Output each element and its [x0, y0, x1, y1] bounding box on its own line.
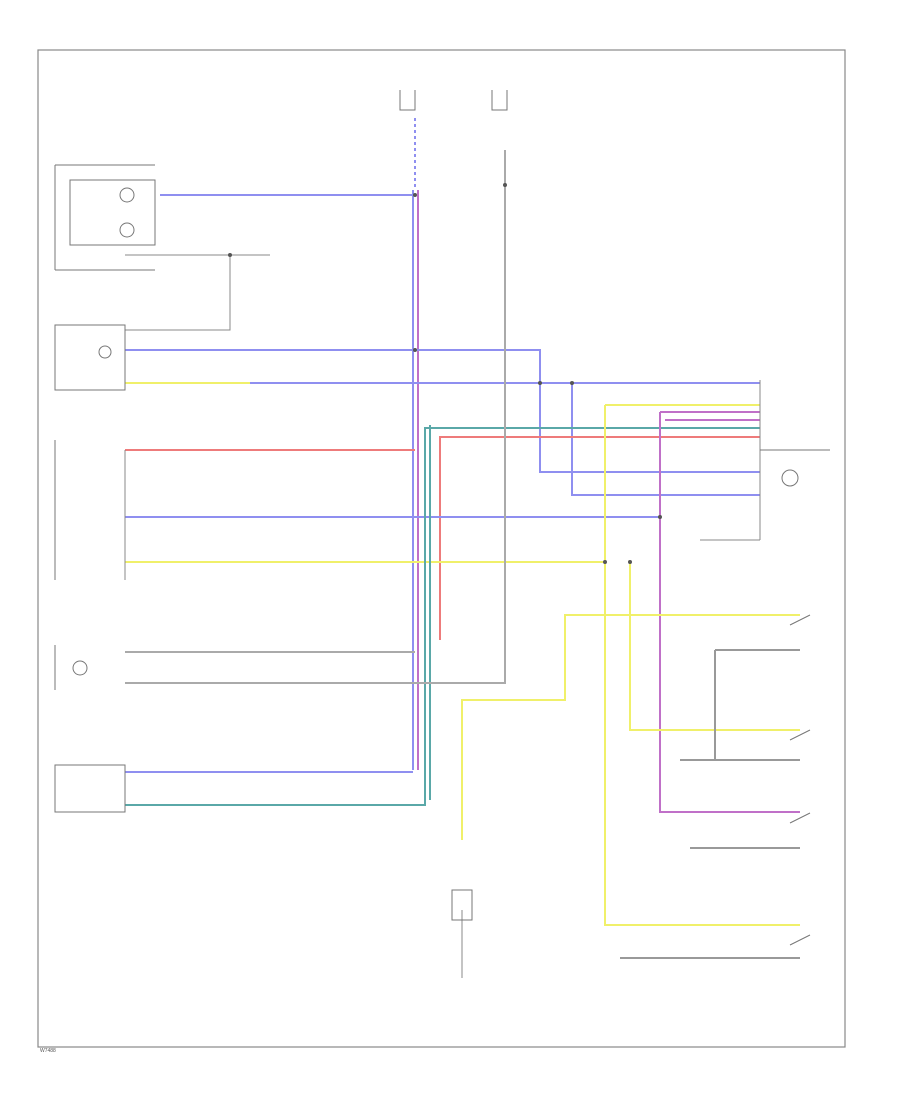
diagram-frame: [37, 49, 846, 1048]
parking-brake-switch: [451, 889, 473, 921]
thin-wires: [124, 254, 761, 978]
fuse-hot-at-all-times: [399, 90, 416, 111]
footer-code: W7488: [40, 1048, 56, 1054]
fuse-hot-in-acc: [491, 90, 508, 111]
spot-map-light: [54, 164, 156, 271]
room-light: [54, 324, 126, 391]
junction-dots: [228, 183, 662, 564]
wire-teal: [125, 427, 760, 806]
key-illumination: [54, 764, 126, 813]
door-switch: [54, 645, 88, 690]
luggage-room-light: [760, 449, 830, 487]
door-switches-right: [789, 614, 811, 946]
wire-blue-room: [125, 349, 760, 473]
wires: [125, 118, 800, 959]
